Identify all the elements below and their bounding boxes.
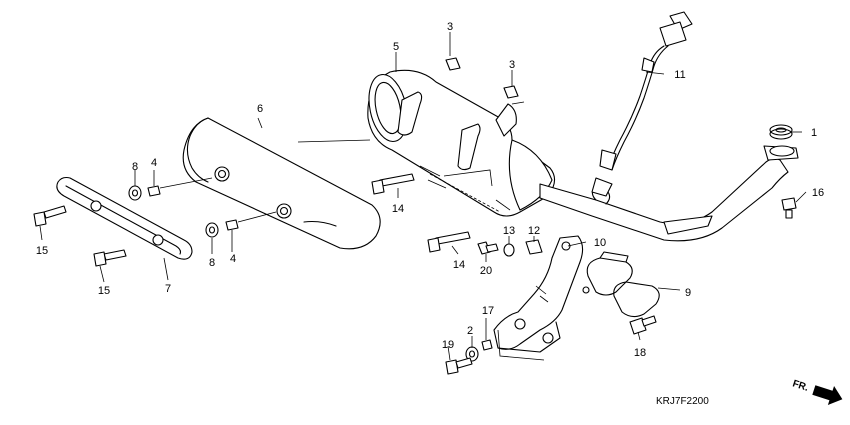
- exhaust-gasket: [769, 124, 793, 140]
- muffler-body: [367, 69, 556, 217]
- rubber-8-lower: [205, 222, 219, 238]
- callout-5: 5: [393, 41, 399, 53]
- bolt-15-upper: [33, 205, 67, 227]
- callout-7: 7: [165, 283, 171, 295]
- callout-2: 2: [467, 325, 473, 337]
- callout-13: 13: [503, 225, 515, 237]
- collar-4-upper: [147, 185, 161, 197]
- bolt-15-lower: [93, 249, 127, 267]
- front-direction-marker: FR.: [791, 378, 843, 406]
- callout-14-upper: 14: [392, 203, 404, 215]
- callout-1: 1: [811, 127, 817, 139]
- bolt-14-lower: [427, 231, 471, 253]
- drawing-code: KRJ7F2200: [656, 396, 709, 407]
- bolt-20: [477, 241, 499, 255]
- callout-17: 17: [482, 305, 494, 317]
- callout-10: 10: [594, 237, 606, 249]
- bolt-18: [629, 315, 657, 335]
- callout-20: 20: [480, 265, 492, 277]
- callout-11: 11: [674, 69, 685, 81]
- exhaust-pipe: [539, 145, 799, 242]
- heat-shield-bar: [56, 176, 193, 260]
- nut-12: [525, 239, 543, 255]
- muffler-clamp: [582, 251, 660, 318]
- nut-3-lower: [503, 85, 519, 99]
- washer-13: [503, 243, 515, 257]
- callout-4-lower: 4: [230, 253, 236, 265]
- nut-3-upper: [445, 57, 461, 71]
- callout-8-upper: 8: [132, 161, 138, 173]
- callout-labels: 1 2 3 3 4 4 5 6 7 8 8 9 10 11 12 13 14 1…: [36, 21, 824, 359]
- leader-lines: [39, 32, 807, 361]
- callout-15-lower: 15: [98, 285, 110, 297]
- callout-8-lower: 8: [209, 257, 215, 269]
- callout-15-upper: 15: [36, 245, 48, 257]
- front-arrow-icon: [812, 385, 843, 406]
- callout-18: 18: [634, 347, 646, 359]
- callout-3-lower: 3: [509, 59, 515, 71]
- callout-4-upper: 4: [151, 157, 157, 169]
- muffler-bracket: [493, 235, 584, 353]
- front-label: FR.: [791, 378, 810, 394]
- callout-3-upper: 3: [447, 21, 453, 33]
- rubber-8-upper: [128, 185, 142, 201]
- o2-sensor: [591, 11, 693, 197]
- collar-17: [481, 339, 493, 351]
- callout-16: 16: [812, 187, 824, 199]
- bolt-19: [445, 357, 473, 375]
- callout-12: 12: [528, 225, 540, 237]
- bolt-14-upper: [371, 173, 415, 195]
- rubber-2: [465, 346, 479, 362]
- bolt-16: [781, 197, 797, 219]
- collar-4-lower: [225, 219, 239, 231]
- muffler-protector: [182, 117, 381, 250]
- callout-9: 9: [685, 287, 691, 299]
- callout-6: 6: [257, 103, 263, 115]
- callout-19: 19: [442, 339, 454, 351]
- callout-14-lower: 14: [453, 259, 465, 271]
